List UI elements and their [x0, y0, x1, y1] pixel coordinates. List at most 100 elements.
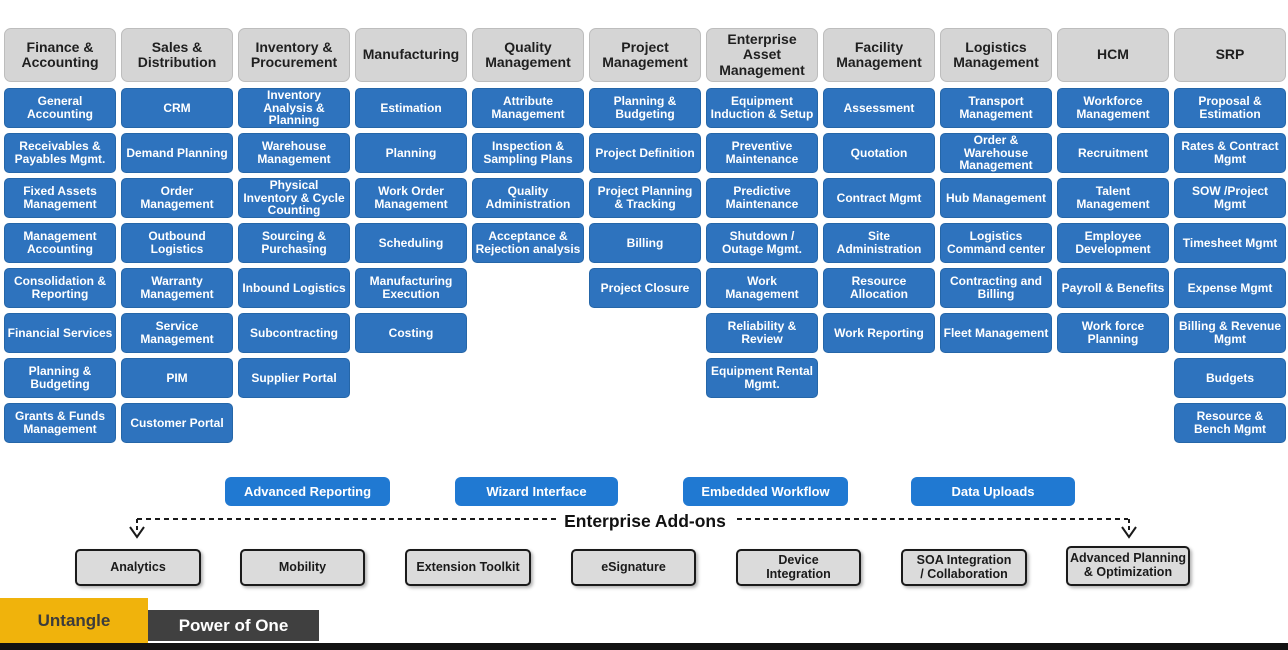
module-box[interactable]: Receivables & Payables Mgmt. [4, 133, 116, 173]
module-box[interactable]: Contract Mgmt [823, 178, 935, 218]
column-header[interactable]: SRP [1174, 28, 1286, 82]
addon-tool-box[interactable]: SOA Integration / Collaboration [901, 549, 1027, 586]
module-box[interactable]: Order & Warehouse Management [940, 133, 1052, 173]
module-box[interactable]: Grants & Funds Management [4, 403, 116, 443]
column-header[interactable]: Logistics Management [940, 28, 1052, 82]
module-box[interactable]: Equipment Rental Mgmt. [706, 358, 818, 398]
module-box[interactable]: Rates & Contract Mgmt [1174, 133, 1286, 173]
module-box[interactable]: Project Planning & Tracking [589, 178, 701, 218]
module-box[interactable]: Resource Allocation [823, 268, 935, 308]
addon-tool-box[interactable]: eSignature [571, 549, 696, 586]
module-box[interactable]: Timesheet Mgmt [1174, 223, 1286, 263]
module-box[interactable]: Supplier Portal [238, 358, 350, 398]
module-box[interactable]: Assessment [823, 88, 935, 128]
module-box[interactable]: Site Administration [823, 223, 935, 263]
module-box[interactable]: Hub Management [940, 178, 1052, 218]
module-box[interactable]: Contracting and Billing [940, 268, 1052, 308]
column-header[interactable]: Facility Management [823, 28, 935, 82]
addon-toolbar-button[interactable]: Advanced Reporting [225, 477, 390, 506]
column-header[interactable]: Inventory & Procurement [238, 28, 350, 82]
module-box[interactable]: Transport Management [940, 88, 1052, 128]
module-box[interactable]: Payroll & Benefits [1057, 268, 1169, 308]
module-box[interactable]: Customer Portal [121, 403, 233, 443]
module-box[interactable]: Proposal & Estimation [1174, 88, 1286, 128]
module-box[interactable]: Employee Development [1057, 223, 1169, 263]
addon-toolbar-button[interactable]: Data Uploads [911, 477, 1075, 506]
column-header[interactable]: Sales & Distribution [121, 28, 233, 82]
column-header[interactable]: HCM [1057, 28, 1169, 82]
module-box[interactable]: Financial Services [4, 313, 116, 353]
module-box[interactable]: Preventive Maintenance [706, 133, 818, 173]
column-header[interactable]: Finance & Accounting [4, 28, 116, 82]
module-box[interactable]: PIM [121, 358, 233, 398]
module-box[interactable]: Recruitment [1057, 133, 1169, 173]
module-box[interactable]: Demand Planning [121, 133, 233, 173]
module-box[interactable]: General Accounting [4, 88, 116, 128]
module-box[interactable]: Equipment Induction & Setup [706, 88, 818, 128]
module-box[interactable]: Reliability & Review [706, 313, 818, 353]
module-box[interactable]: Quality Administration [472, 178, 584, 218]
module-box[interactable]: Physical Inventory & Cycle Counting [238, 178, 350, 218]
column-header[interactable]: Manufacturing [355, 28, 467, 82]
module-box[interactable]: Outbound Logistics [121, 223, 233, 263]
module-box[interactable]: Shutdown / Outage Mgmt. [706, 223, 818, 263]
module-box[interactable]: Inspection & Sampling Plans [472, 133, 584, 173]
module-box[interactable]: Expense Mgmt [1174, 268, 1286, 308]
module-box[interactable]: Work Order Management [355, 178, 467, 218]
module-column: Inventory & Procurement Inventory Analys… [238, 28, 350, 448]
module-box[interactable]: Order Management [121, 178, 233, 218]
module-box[interactable]: Planning & Budgeting [4, 358, 116, 398]
addon-tool-box[interactable]: Device Integration [736, 549, 861, 586]
module-box[interactable]: Billing & Revenue Mgmt [1174, 313, 1286, 353]
module-box[interactable]: Inventory Analysis & Planning [238, 88, 350, 128]
addon-tool-box[interactable]: Mobility [240, 549, 365, 586]
module-box[interactable]: Quotation [823, 133, 935, 173]
module-box[interactable]: Budgets [1174, 358, 1286, 398]
module-box[interactable]: Talent Management [1057, 178, 1169, 218]
module-box[interactable]: Service Management [121, 313, 233, 353]
module-box[interactable]: CRM [121, 88, 233, 128]
module-box[interactable]: Scheduling [355, 223, 467, 263]
module-box[interactable]: Predictive Maintenance [706, 178, 818, 218]
module-box[interactable]: Fixed Assets Management [4, 178, 116, 218]
module-box[interactable]: Work Management [706, 268, 818, 308]
module-box[interactable]: Attribute Management [472, 88, 584, 128]
power-of-one-banner: Power of One [148, 610, 319, 641]
addon-toolbar-button[interactable]: Embedded Workflow [683, 477, 848, 506]
module-box[interactable]: Billing [589, 223, 701, 263]
module-box[interactable]: Costing [355, 313, 467, 353]
module-box[interactable]: Planning [355, 133, 467, 173]
module-box[interactable]: Project Closure [589, 268, 701, 308]
addon-tool-box[interactable]: Analytics [75, 549, 201, 586]
module-box[interactable]: Workforce Management [1057, 88, 1169, 128]
module-box[interactable]: Subcontracting [238, 313, 350, 353]
column-header[interactable]: Enterprise Asset Management [706, 28, 818, 82]
module-box[interactable]: Resource & Bench Mgmt [1174, 403, 1286, 443]
module-box[interactable]: Warehouse Management [238, 133, 350, 173]
module-box[interactable]: Warranty Management [121, 268, 233, 308]
module-box[interactable]: Inbound Logistics [238, 268, 350, 308]
module-box[interactable]: Management Accounting [4, 223, 116, 263]
module-box[interactable]: Manufacturing Execution [355, 268, 467, 308]
module-box[interactable]: Work Reporting [823, 313, 935, 353]
module-box[interactable]: Sourcing & Purchasing [238, 223, 350, 263]
module-box[interactable]: Consolidation & Reporting [4, 268, 116, 308]
module-box[interactable]: Project Definition [589, 133, 701, 173]
module-box[interactable]: SOW /Project Mgmt [1174, 178, 1286, 218]
module-box[interactable]: Fleet Management [940, 313, 1052, 353]
addon-tool-box[interactable]: Extension Toolkit [405, 549, 531, 586]
addon-tool-box[interactable]: Advanced Planning & Optimization [1066, 546, 1190, 586]
module-box[interactable]: Planning & Budgeting [589, 88, 701, 128]
module-box[interactable]: Work force Planning [1057, 313, 1169, 353]
module-box[interactable]: Acceptance & Rejection analysis [472, 223, 584, 263]
module-box[interactable]: Estimation [355, 88, 467, 128]
column-header[interactable]: Quality Management [472, 28, 584, 82]
module-box[interactable]: Logistics Command center [940, 223, 1052, 263]
addon-toolbar-button[interactable]: Wizard Interface [455, 477, 618, 506]
column-header[interactable]: Project Management [589, 28, 701, 82]
